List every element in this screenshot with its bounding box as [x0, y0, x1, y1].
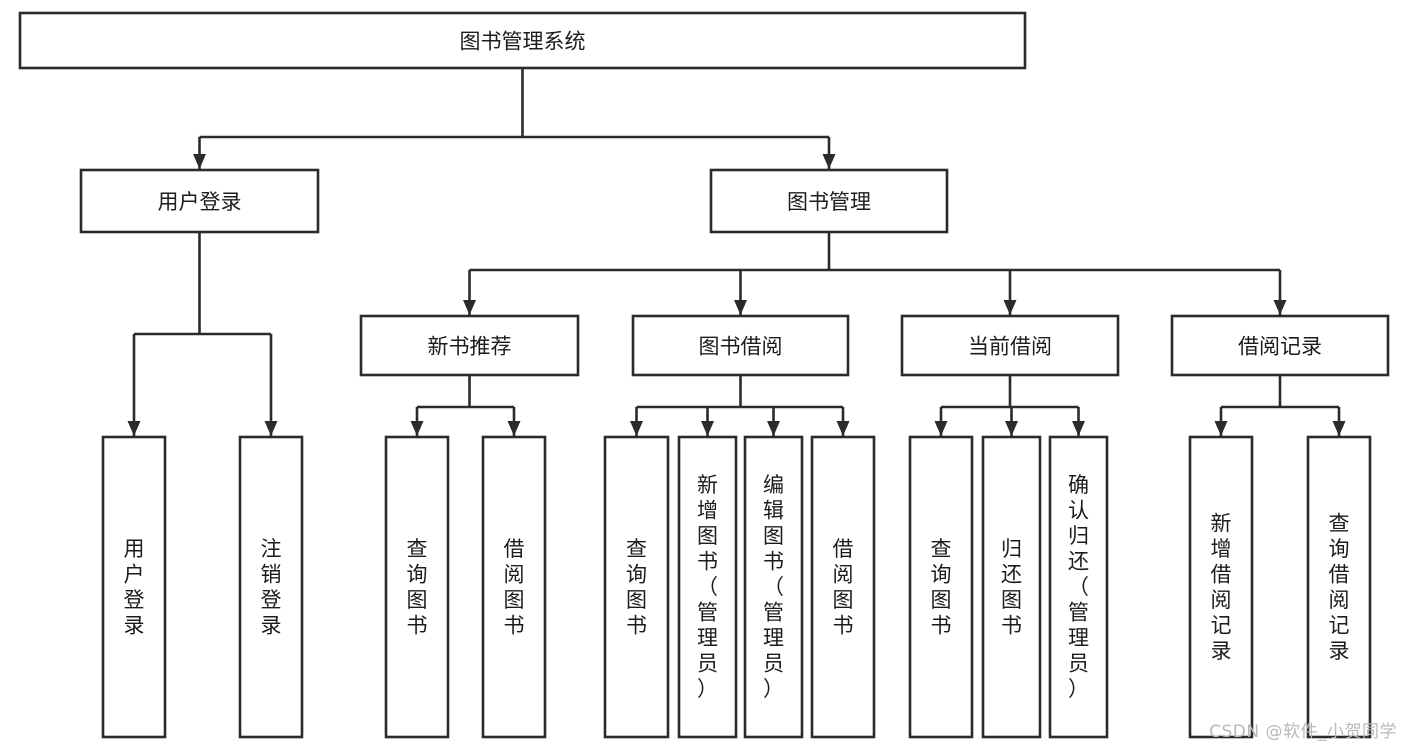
- node-leaf-add-record-box[interactable]: [1188, 435, 1254, 739]
- node-book-manage-box[interactable]: [709, 168, 949, 234]
- arrow-head-icon: [934, 421, 948, 436]
- node-leaf-query-book-borrow-label: 查询图书: [626, 537, 647, 638]
- node-leaf-add-book[interactable]: 新增图书（管理员）: [677, 435, 738, 739]
- arrow-head-icon: [410, 421, 424, 436]
- node-new-book-rec[interactable]: 新书推荐: [359, 314, 580, 377]
- node-leaf-add-record-label: 新增借阅记录: [1211, 511, 1232, 663]
- node-leaf-query-book-rec[interactable]: 查询图书: [384, 435, 450, 739]
- node-leaf-query-record-box[interactable]: [1306, 435, 1372, 739]
- node-leaf-borrow-book-box[interactable]: [810, 435, 876, 739]
- arrow-head-icon: [1332, 421, 1346, 436]
- node-leaf-borrow-book-rec-label: 借阅图书: [504, 537, 525, 638]
- node-leaf-query-book-borrow-box[interactable]: [603, 435, 670, 739]
- node-leaf-edit-book-label: 编辑图书（管理员）: [763, 473, 784, 701]
- node-leaf-query-record[interactable]: 查询借阅记录: [1306, 435, 1372, 739]
- node-new-book-rec-label: 新书推荐: [428, 335, 512, 359]
- node-new-book-rec-box[interactable]: [359, 314, 580, 377]
- node-leaf-query-book-rec-label: 查询图书: [407, 537, 428, 638]
- node-layer: 图书管理系统用户登录图书管理新书推荐图书借阅当前借阅借阅记录用户登录注销登录查询…: [18, 11, 1390, 739]
- node-leaf-query-book-current[interactable]: 查询图书: [908, 435, 974, 739]
- node-leaf-user-logout[interactable]: 注销登录: [238, 435, 304, 739]
- arrow-head-icon: [734, 300, 747, 315]
- node-leaf-return-book-label: 归还图书: [1001, 537, 1022, 638]
- node-leaf-add-book-box[interactable]: [677, 435, 738, 739]
- arrow-head-icon: [1214, 421, 1228, 436]
- node-current-borrow[interactable]: 当前借阅: [900, 314, 1120, 377]
- node-leaf-borrow-book-rec-box[interactable]: [481, 435, 547, 739]
- node-current-borrow-box[interactable]: [900, 314, 1120, 377]
- node-user-login-box[interactable]: [79, 168, 320, 234]
- arrow-head-icon: [127, 421, 141, 436]
- node-leaf-borrow-book-label: 借阅图书: [833, 537, 854, 638]
- arrow-head-icon: [822, 154, 836, 169]
- node-leaf-return-book-box[interactable]: [981, 435, 1042, 739]
- node-leaf-query-book-current-box[interactable]: [908, 435, 974, 739]
- node-book-manage-label: 图书管理: [787, 190, 871, 214]
- node-leaf-user-login-box[interactable]: [101, 435, 167, 739]
- node-leaf-add-record[interactable]: 新增借阅记录: [1188, 435, 1254, 739]
- arrow-head-icon: [630, 421, 643, 436]
- connector-layer: [127, 68, 1346, 436]
- arrow-head-icon: [1005, 421, 1018, 436]
- node-leaf-query-book-rec-box[interactable]: [384, 435, 450, 739]
- node-user-login[interactable]: 用户登录: [79, 168, 320, 234]
- node-user-login-label: 用户登录: [158, 190, 242, 214]
- node-leaf-edit-book[interactable]: 编辑图书（管理员）: [743, 435, 804, 739]
- node-root-box[interactable]: [18, 11, 1027, 70]
- node-leaf-user-login[interactable]: 用户登录: [101, 435, 167, 739]
- node-leaf-borrow-book[interactable]: 借阅图书: [810, 435, 876, 739]
- node-borrow-record-box[interactable]: [1170, 314, 1390, 377]
- node-leaf-user-logout-label: 注销登录: [261, 537, 282, 638]
- arrow-head-icon: [1273, 300, 1287, 315]
- node-book-borrow[interactable]: 图书借阅: [631, 314, 850, 377]
- node-leaf-user-login-label: 用户登录: [124, 537, 145, 638]
- node-leaf-query-book-borrow[interactable]: 查询图书: [603, 435, 670, 739]
- node-root[interactable]: 图书管理系统: [18, 11, 1027, 70]
- node-leaf-edit-book-box[interactable]: [743, 435, 804, 739]
- watermark-text: CSDN @软件_小贺同学: [1209, 722, 1397, 742]
- arrow-head-icon: [701, 421, 714, 436]
- node-leaf-return-book[interactable]: 归还图书: [981, 435, 1042, 739]
- node-borrow-record[interactable]: 借阅记录: [1170, 314, 1390, 377]
- node-leaf-borrow-book-rec[interactable]: 借阅图书: [481, 435, 547, 739]
- node-leaf-confirm-return-label: 确认归还（管理员）: [1068, 473, 1089, 701]
- node-leaf-confirm-return[interactable]: 确认归还（管理员）: [1048, 435, 1109, 739]
- node-leaf-add-book-label: 新增图书（管理员）: [697, 473, 718, 701]
- node-borrow-record-label: 借阅记录: [1238, 335, 1322, 359]
- node-leaf-confirm-return-box[interactable]: [1048, 435, 1109, 739]
- node-leaf-user-logout-box[interactable]: [238, 435, 304, 739]
- node-leaf-query-book-current-label: 查询图书: [931, 537, 952, 638]
- node-book-borrow-box[interactable]: [631, 314, 850, 377]
- node-current-borrow-label: 当前借阅: [968, 335, 1052, 359]
- arrow-head-icon: [507, 421, 521, 436]
- node-leaf-query-record-label: 查询借阅记录: [1329, 511, 1350, 663]
- arrow-head-icon: [1072, 421, 1085, 436]
- node-book-borrow-label: 图书借阅: [699, 335, 783, 359]
- arrow-head-icon: [463, 300, 476, 315]
- node-book-manage[interactable]: 图书管理: [709, 168, 949, 234]
- arrow-head-icon: [193, 154, 206, 169]
- arrow-head-icon: [264, 421, 278, 436]
- arrow-head-icon: [767, 421, 780, 436]
- arrow-head-icon: [836, 421, 850, 436]
- node-root-label: 图书管理系统: [460, 30, 586, 54]
- arrow-head-icon: [1003, 300, 1017, 315]
